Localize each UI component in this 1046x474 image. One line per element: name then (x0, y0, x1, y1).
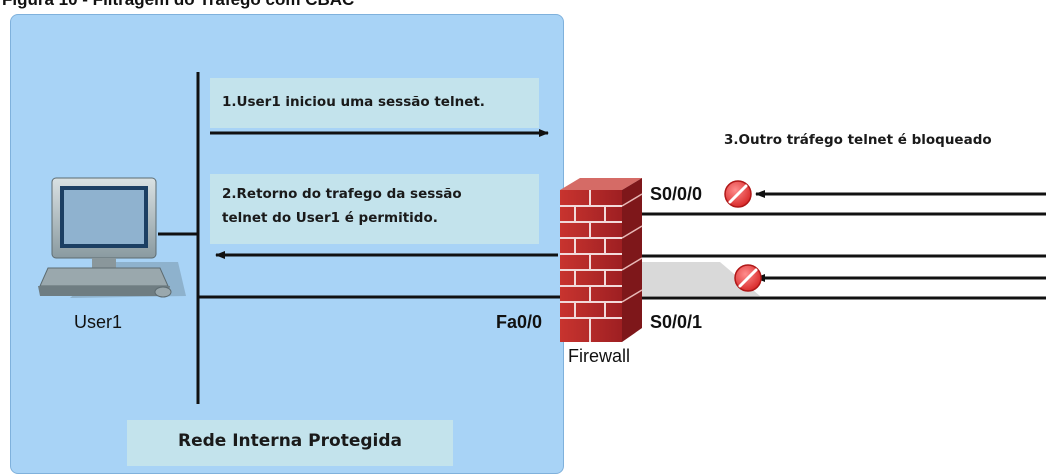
step2-text-line2: telnet do User1 é permitido. (222, 210, 438, 226)
interface-fa00-label: Fa0/0 (496, 312, 543, 332)
step2-text-line1: 2.Retorno do trafego da sessão (222, 186, 462, 202)
step2-message: 2.Retorno do trafego da sessão telnet do… (210, 174, 539, 244)
step1-text: 1.User1 iniciou uma sessão telnet. (222, 94, 485, 110)
computer-icon (38, 177, 186, 298)
interface-s000-label: S0/0/0 (650, 184, 703, 204)
interface-s001-label: S0/0/1 (650, 312, 703, 332)
figure-title: Figura 10 - Filtragem do Tráfego com CBA… (2, 0, 354, 10)
firewall-label: Firewall (568, 346, 631, 366)
blocked-icon (734, 264, 762, 292)
blocked-icon (724, 180, 752, 208)
step1-message: 1.User1 iniciou uma sessão telnet. (210, 78, 539, 128)
protected-network-label: Rede Interna Protegida (127, 420, 453, 466)
firewall-icon (560, 178, 643, 342)
step3-message: 3.Outro tráfego telnet é bloqueado (724, 132, 992, 148)
link-shadow (640, 262, 760, 296)
pc-label: User1 (74, 312, 123, 332)
